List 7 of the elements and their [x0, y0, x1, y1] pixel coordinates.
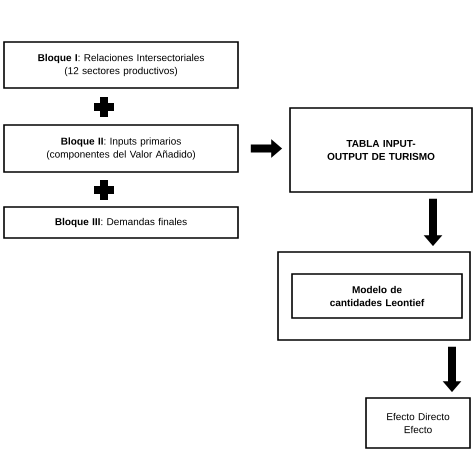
block-box: Bloque I: Relaciones Intersectoriales (12 sectores productivos) [3, 41, 239, 89]
block-box: Bloque III: Demandas finales [3, 206, 239, 239]
model-box: Modelo de cantidades Leontief [291, 273, 463, 319]
block-box: Bloque II: Inputs primarios (componentes del Valor Añadido) [3, 124, 239, 173]
model-frame [277, 251, 471, 341]
effect-box: Efecto Directo Efecto [365, 397, 471, 449]
table-box: TABLA INPUT-OUTPUT DE TURISMO [289, 107, 473, 193]
